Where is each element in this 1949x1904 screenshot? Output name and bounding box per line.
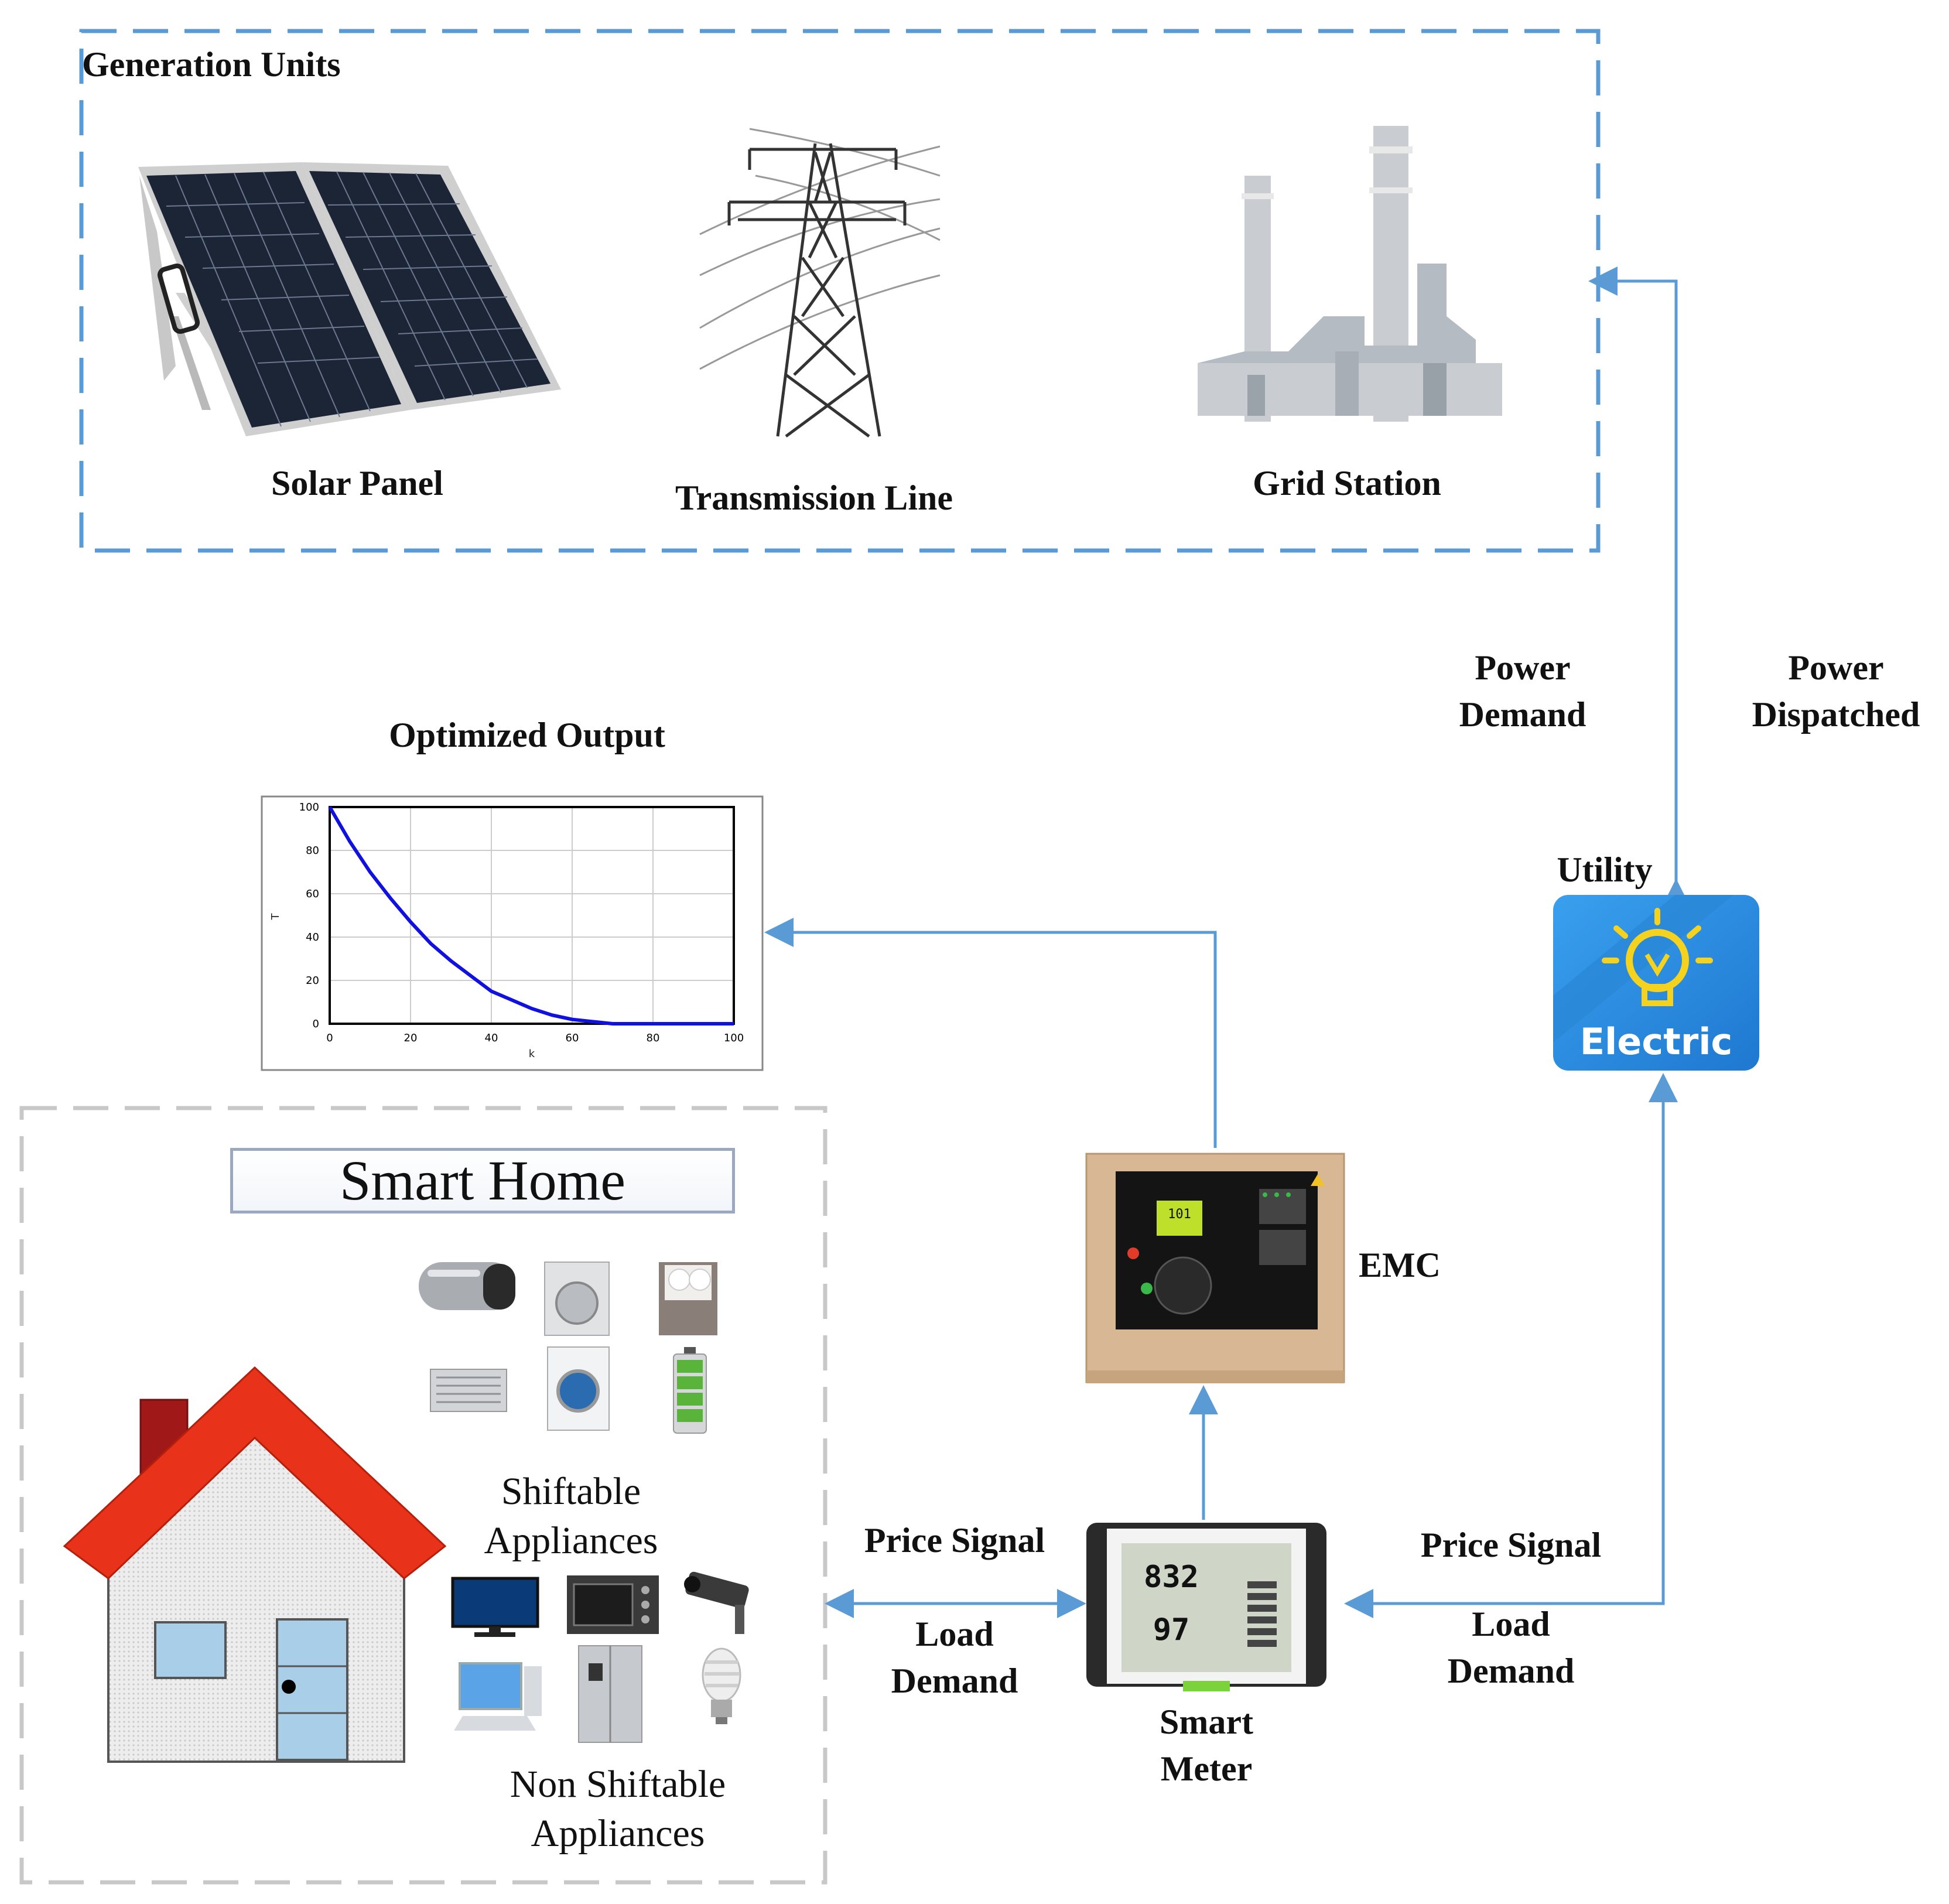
chart-y-tick-label: 0 [313, 1018, 319, 1030]
utility-label: Utility [1557, 850, 1653, 889]
electric-app-label: Electric [1580, 1020, 1733, 1063]
grid-station-label: Grid Station [1253, 464, 1441, 503]
smart-meter-device: 832 97 [1086, 1523, 1326, 1691]
chart-xlabel: k [529, 1048, 535, 1060]
chart-x-tick-label: 100 [724, 1032, 744, 1044]
transmission-line-label: Transmission Line [675, 478, 953, 517]
chart-y-tick-label: 60 [306, 888, 319, 900]
transmission-tower-icon [699, 128, 941, 438]
chart-x-tick-label: 40 [485, 1032, 498, 1044]
power-flow-arrows [1588, 266, 1691, 908]
chart-x-tick-label: 20 [404, 1032, 418, 1044]
refrigerator-icon [578, 1645, 642, 1743]
solar-panel-icon [138, 162, 561, 436]
emc-device: 101 [1085, 1153, 1345, 1383]
chart-plot-frame [329, 806, 735, 1025]
emc-to-output-arrow [764, 918, 1217, 1148]
generation-units-title: Generation Units [82, 45, 341, 84]
emc-display-value: 101 [1168, 1207, 1191, 1222]
chart-y-tick-label: 80 [306, 845, 319, 857]
light-bulb-icon [702, 1647, 741, 1724]
meter-utility-arrow [1344, 1073, 1678, 1618]
solar-panel-label: Solar Panel [271, 464, 443, 503]
air-conditioner-icon [430, 1369, 507, 1412]
optimized-output-chart: 0 20 40 60 80 100 0 20 40 60 80 100 k T [261, 795, 764, 1071]
chart-series-line [328, 806, 734, 1026]
chart-x-tick-label: 60 [566, 1032, 579, 1044]
smart-meter-display-value: 832 [1144, 1560, 1199, 1595]
water-heater-icon [419, 1262, 515, 1310]
optimized-output-title: Optimized Output [389, 716, 665, 754]
oven-icon [567, 1575, 659, 1634]
emc-label: EMC [1359, 1246, 1441, 1284]
television-icon [451, 1577, 539, 1637]
power-plant-icon [1198, 126, 1502, 422]
computer-icon [454, 1662, 542, 1731]
chart-y-tick-label: 40 [306, 931, 319, 944]
washing-machine-icon [544, 1262, 610, 1336]
house-icon [63, 1366, 447, 1763]
price-signal-right-label: Price Signal [1420, 1526, 1602, 1564]
chart-y-tick-label: 20 [306, 975, 319, 987]
chart-y-tick-label: 100 [299, 801, 319, 813]
chart-x-tick-label: 80 [647, 1032, 660, 1044]
price-signal-left-label: Price Signal [864, 1521, 1045, 1560]
cctv-camera-icon [684, 1571, 749, 1634]
chart-ylabel: T [269, 913, 282, 921]
smart-home-title: Smart Home [230, 1148, 735, 1213]
smart-meter-display-value-2: 97 [1153, 1612, 1190, 1647]
electric-app-icon: Electric [1553, 895, 1759, 1071]
dryer-icon [547, 1346, 610, 1431]
dishwasher-icon [659, 1262, 717, 1335]
battery-icon [673, 1347, 707, 1434]
chart-x-tick-label: 0 [326, 1032, 333, 1044]
smart-home-box [19, 1106, 828, 1885]
